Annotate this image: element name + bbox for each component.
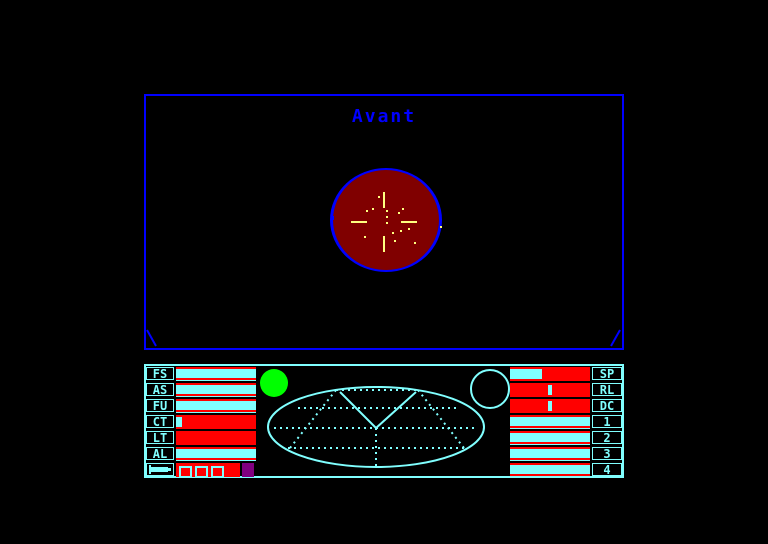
- gauge-bar: [176, 383, 256, 397]
- gauge-label: AL: [146, 447, 174, 461]
- gauge-label: DC: [592, 399, 622, 413]
- gauge-bar: [176, 431, 256, 445]
- gauge-laser-temperature: LT: [146, 431, 256, 445]
- gauge-roll: RL: [510, 383, 622, 397]
- gauge-label: RL: [592, 383, 622, 397]
- missile-slot-ready: [195, 466, 208, 478]
- gauge-bar: [510, 463, 590, 477]
- missile-slots: [176, 463, 240, 478]
- scanner-ellipse: [267, 386, 485, 468]
- radar-scanner: [258, 366, 510, 476]
- view-corner-marks: [146, 329, 621, 347]
- gauge-bar: [176, 447, 256, 461]
- gauge-label: 3: [592, 447, 622, 461]
- gauge-forward-shield: FS: [146, 367, 256, 381]
- crosshair-icon: [351, 192, 417, 252]
- gauge-bar: [510, 431, 590, 445]
- gauge-label: FS: [146, 367, 174, 381]
- gauge-dive-climb: DC: [510, 399, 622, 413]
- gauge-bar: [510, 383, 590, 397]
- space-scene: [146, 168, 621, 347]
- gauge-label: 4: [592, 463, 622, 477]
- gauge-label: AS: [146, 383, 174, 397]
- space-view: Avant: [144, 94, 624, 350]
- missile-icon: [146, 463, 174, 476]
- gauge-label: 2: [592, 431, 622, 445]
- gauge-bar: [176, 367, 256, 381]
- gauge-energy-bank-2: 2: [510, 431, 622, 445]
- gauge-bar: [510, 415, 590, 429]
- left-gauge-panel: FS AS FU CT LT AL: [146, 366, 256, 478]
- gauge-speed: SP: [510, 367, 622, 381]
- missile-slot-ready: [179, 466, 192, 478]
- gauge-label: 1: [592, 415, 622, 429]
- gauge-energy-bank-1: 1: [510, 415, 622, 429]
- gauge-label: FU: [146, 399, 174, 413]
- gauge-label: LT: [146, 431, 174, 445]
- gauge-energy-bank-4: 4: [510, 463, 622, 477]
- star-dust: [364, 196, 442, 244]
- missile-row: [146, 463, 256, 478]
- view-cone: [339, 391, 417, 430]
- gauge-bar: [176, 399, 256, 413]
- gauge-bar: [176, 415, 256, 429]
- gauge-altitude: AL: [146, 447, 256, 461]
- missile-slot-ready: [211, 466, 224, 478]
- right-gauge-panel: SP RL DC 1 2 3 4: [510, 366, 622, 477]
- gauge-cabin-temperature: CT: [146, 415, 256, 429]
- gauge-energy-bank-3: 3: [510, 447, 622, 461]
- gauge-aft-shield: AS: [146, 383, 256, 397]
- gauge-label: CT: [146, 415, 174, 429]
- view-title: Avant: [351, 106, 417, 127]
- status-light-icon: [260, 369, 288, 397]
- cockpit-dashboard: FS AS FU CT LT AL: [144, 364, 624, 478]
- missile-armed-indicator: [242, 463, 254, 477]
- gauge-fuel: FU: [146, 399, 256, 413]
- planet: [330, 168, 442, 272]
- gauge-bar: [510, 399, 590, 413]
- gauge-label: SP: [592, 367, 622, 381]
- gauge-bar: [510, 367, 590, 381]
- gauge-bar: [510, 447, 590, 461]
- compass-icon: [470, 369, 510, 409]
